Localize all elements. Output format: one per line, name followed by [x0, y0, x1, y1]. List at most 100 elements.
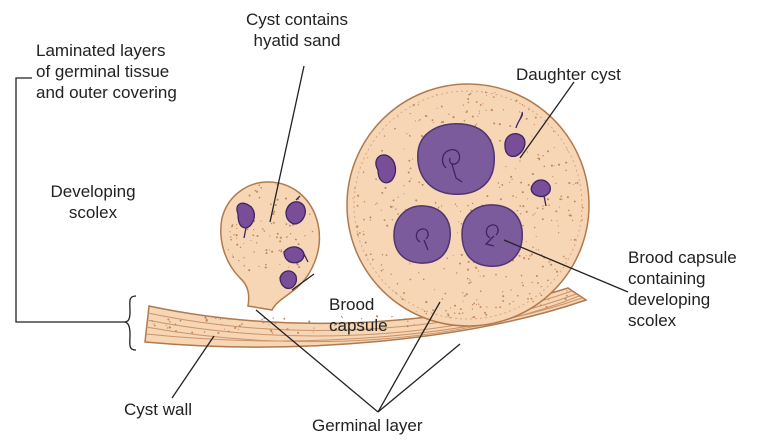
sand-speckle: [522, 191, 524, 193]
sand-speckle: [570, 215, 572, 217]
sand-speckle: [376, 203, 377, 204]
sand-speckle: [468, 282, 470, 284]
sand-speckle: [386, 254, 388, 256]
sand-speckle: [354, 188, 355, 189]
sand-speckle: [447, 313, 448, 314]
sand-speckle: [370, 219, 371, 220]
sand-speckle: [527, 298, 529, 300]
sand-speckle: [548, 262, 549, 263]
sand-speckle: [557, 220, 558, 221]
sand-speckle: [357, 195, 359, 197]
sand-speckle: [542, 205, 543, 206]
sand-speckle: [503, 109, 504, 110]
sand-speckle: [441, 205, 442, 206]
sand-speckle: [512, 195, 514, 197]
sand-speckle: [565, 162, 567, 164]
sand-speckle: [415, 120, 416, 121]
sand-speckle: [472, 116, 474, 118]
small-cyst: [221, 182, 320, 310]
sand-speckle: [542, 266, 544, 268]
sand-speckle: [522, 104, 523, 105]
sand-speckle: [467, 205, 469, 207]
sand-speckle: [531, 282, 532, 283]
sand-speckle: [434, 289, 435, 290]
sand-speckle: [517, 295, 519, 297]
sand-speckle: [470, 93, 472, 95]
sand-speckle: [446, 257, 448, 259]
sand-speckle: [286, 236, 288, 238]
sand-speckle: [224, 329, 225, 330]
sand-speckle: [313, 327, 314, 328]
sand-speckle: [498, 182, 499, 183]
sand-speckle: [519, 111, 520, 112]
sand-speckle: [574, 239, 576, 241]
sand-speckle: [542, 155, 543, 156]
sand-speckle: [243, 243, 244, 244]
sand-speckle: [526, 118, 528, 120]
sand-speckle: [493, 96, 495, 98]
sand-speckle: [535, 213, 536, 214]
sand-speckle: [153, 323, 154, 324]
sand-speckle: [228, 330, 230, 332]
sand-speckle: [260, 221, 261, 222]
sand-speckle: [381, 150, 383, 152]
sand-speckle: [397, 283, 399, 285]
sand-speckle: [403, 148, 404, 149]
sand-speckle: [457, 232, 458, 233]
sand-speckle: [169, 326, 171, 328]
sand-speckle: [410, 279, 412, 281]
sand-speckle: [519, 160, 520, 161]
sand-speckle: [382, 254, 384, 256]
sand-speckle: [548, 204, 550, 206]
sand-speckle: [280, 250, 282, 252]
sand-speckle: [253, 251, 254, 252]
sand-speckle: [540, 304, 542, 306]
sand-speckle: [410, 113, 411, 114]
sand-speckle: [513, 301, 514, 302]
sand-speckle: [298, 243, 300, 245]
sand-speckle: [485, 91, 487, 93]
sand-speckle: [468, 261, 470, 263]
sand-speckle: [515, 168, 516, 169]
sand-speckle: [426, 313, 428, 315]
sand-speckle: [522, 282, 523, 283]
sand-speckle: [273, 318, 274, 319]
sand-speckle: [522, 285, 524, 287]
sand-speckle: [445, 310, 447, 312]
sand-speckle: [370, 216, 372, 218]
sand-speckle: [281, 249, 282, 250]
sand-speckle: [365, 242, 367, 244]
sand-speckle: [541, 286, 542, 287]
sand-speckle: [298, 322, 300, 324]
sand-speckle: [279, 264, 280, 265]
sand-speckle: [441, 106, 443, 108]
sand-speckle: [394, 128, 396, 130]
sand-speckle: [409, 263, 410, 264]
sand-speckle: [269, 249, 270, 250]
sand-speckle: [275, 204, 277, 206]
sand-speckle: [461, 223, 463, 225]
brood-capsule: [418, 124, 494, 195]
sand-speckle: [522, 205, 524, 207]
sand-speckle: [454, 312, 455, 313]
sand-speckle: [473, 303, 475, 305]
sand-speckle: [418, 104, 419, 105]
sand-speckle: [519, 255, 521, 257]
sand-speckle: [265, 249, 267, 251]
sand-speckle: [233, 234, 234, 235]
sand-speckle: [450, 307, 451, 308]
sand-speckle: [455, 204, 456, 205]
label-laminated-layers: Laminated layers of germinal tissue and …: [36, 40, 177, 103]
sand-speckle: [169, 321, 171, 323]
sand-speckle: [236, 228, 237, 229]
sand-speckle: [363, 234, 365, 236]
sand-speckle: [466, 110, 468, 112]
sand-speckle: [456, 272, 457, 273]
sand-speckle: [424, 311, 426, 313]
sand-speckle: [419, 119, 421, 121]
sand-speckle: [484, 312, 486, 314]
sand-speckle: [563, 256, 565, 258]
sand-speckle: [390, 206, 392, 208]
sand-speckle: [425, 115, 427, 117]
